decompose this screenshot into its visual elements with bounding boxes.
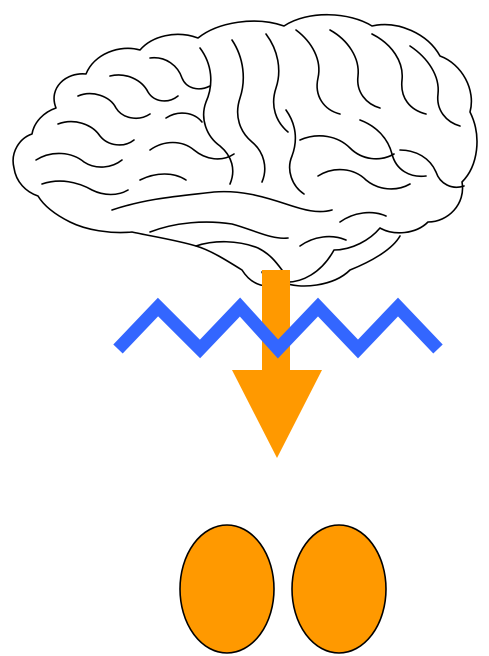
right-ellipse [292,525,386,653]
left-ellipse [180,525,274,653]
arrow-shaft [262,270,290,374]
